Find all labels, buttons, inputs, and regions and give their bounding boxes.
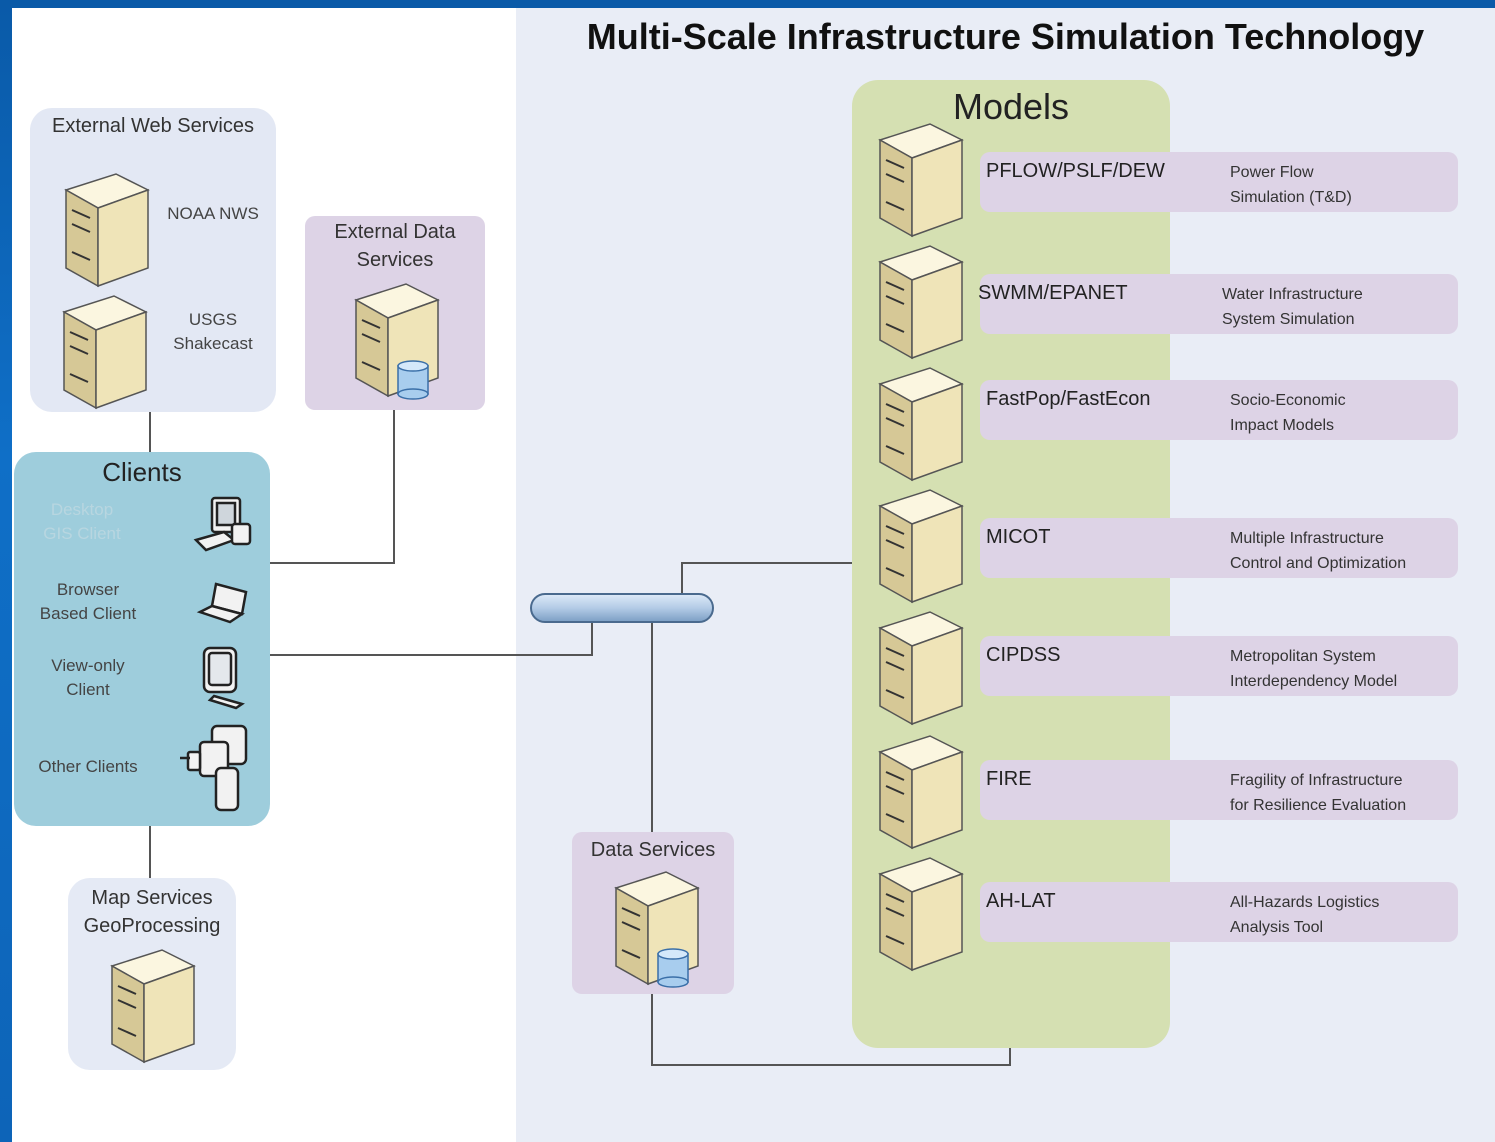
monitor-icon	[202, 646, 245, 710]
model-row-pflow	[980, 152, 1458, 212]
external-data-services-label: External Data Services	[334, 221, 456, 271]
model-name: FastPop/FastEcon	[986, 388, 1151, 410]
usgs-shakecast-server-icon	[58, 290, 150, 412]
clients-label: Clients	[102, 457, 182, 487]
model-description: Power Flow Simulation (T&D)	[1230, 164, 1352, 206]
external-web-services-label: External Web Services	[52, 115, 254, 137]
external-data-server-icon	[350, 278, 442, 400]
fastpop-server-icon	[874, 362, 966, 484]
micot-server-icon	[874, 484, 966, 606]
model-description: Fragility of Infrastructure for Resilien…	[1230, 772, 1407, 814]
map-services-server-icon	[106, 944, 198, 1066]
desktop-computer-icon	[193, 496, 252, 552]
model-name: MICOT	[986, 526, 1051, 548]
network-bus	[530, 593, 714, 623]
model-name: SWMM/EPANET	[978, 282, 1128, 304]
model-row-cipdss	[980, 636, 1458, 696]
model-description: Water Infrastructure System Simulation	[1222, 286, 1363, 328]
desktop-gis-client-label: Desktop GIS Client	[43, 500, 121, 543]
model-description: All-Hazards Logistics Analysis Tool	[1230, 894, 1380, 936]
diagram-title: Multi-Scale Infrastructure Simulation Te…	[586, 16, 1425, 57]
fire-server-icon	[874, 730, 966, 852]
pflow-server-icon	[874, 118, 966, 240]
model-description: Socio-Economic Impact Models	[1230, 392, 1346, 434]
browser-based-client-label: Browser Based Client	[39, 580, 137, 623]
model-description: Multiple Infrastructure Control and Opti…	[1230, 530, 1407, 572]
data-services-label: Data Services	[590, 839, 716, 861]
model-name: AH-LAT	[986, 890, 1056, 912]
view-only-client-label: View-only Client	[51, 656, 125, 699]
mobile-devices-icon	[180, 724, 248, 812]
map-services-label: Map Services GeoProcessing	[83, 887, 221, 937]
model-row-fastpop	[980, 380, 1458, 440]
model-description: Metropolitan System Interdependency Mode…	[1230, 648, 1398, 690]
cipdss-server-icon	[874, 606, 966, 728]
model-row-swmm	[980, 274, 1458, 334]
model-name: PFLOW/PSLF/DEW	[986, 160, 1165, 182]
ahlat-server-icon	[874, 852, 966, 974]
model-row-micot	[980, 518, 1458, 578]
noaa-nws-server-icon	[60, 168, 152, 290]
data-services-server-icon	[610, 866, 702, 988]
laptop-icon	[196, 582, 248, 624]
noaa-nws-label: NOAA NWS	[167, 204, 259, 223]
other-clients-label: Other Clients	[38, 757, 138, 776]
model-name: FIRE	[986, 768, 1032, 790]
model-row-ahlat	[980, 882, 1458, 942]
swmm-server-icon	[874, 240, 966, 362]
usgs-shakecast-label: USGS Shakecast	[173, 310, 253, 353]
model-row-fire	[980, 760, 1458, 820]
models-label: Models	[952, 86, 1070, 127]
model-name: CIPDSS	[986, 644, 1061, 666]
